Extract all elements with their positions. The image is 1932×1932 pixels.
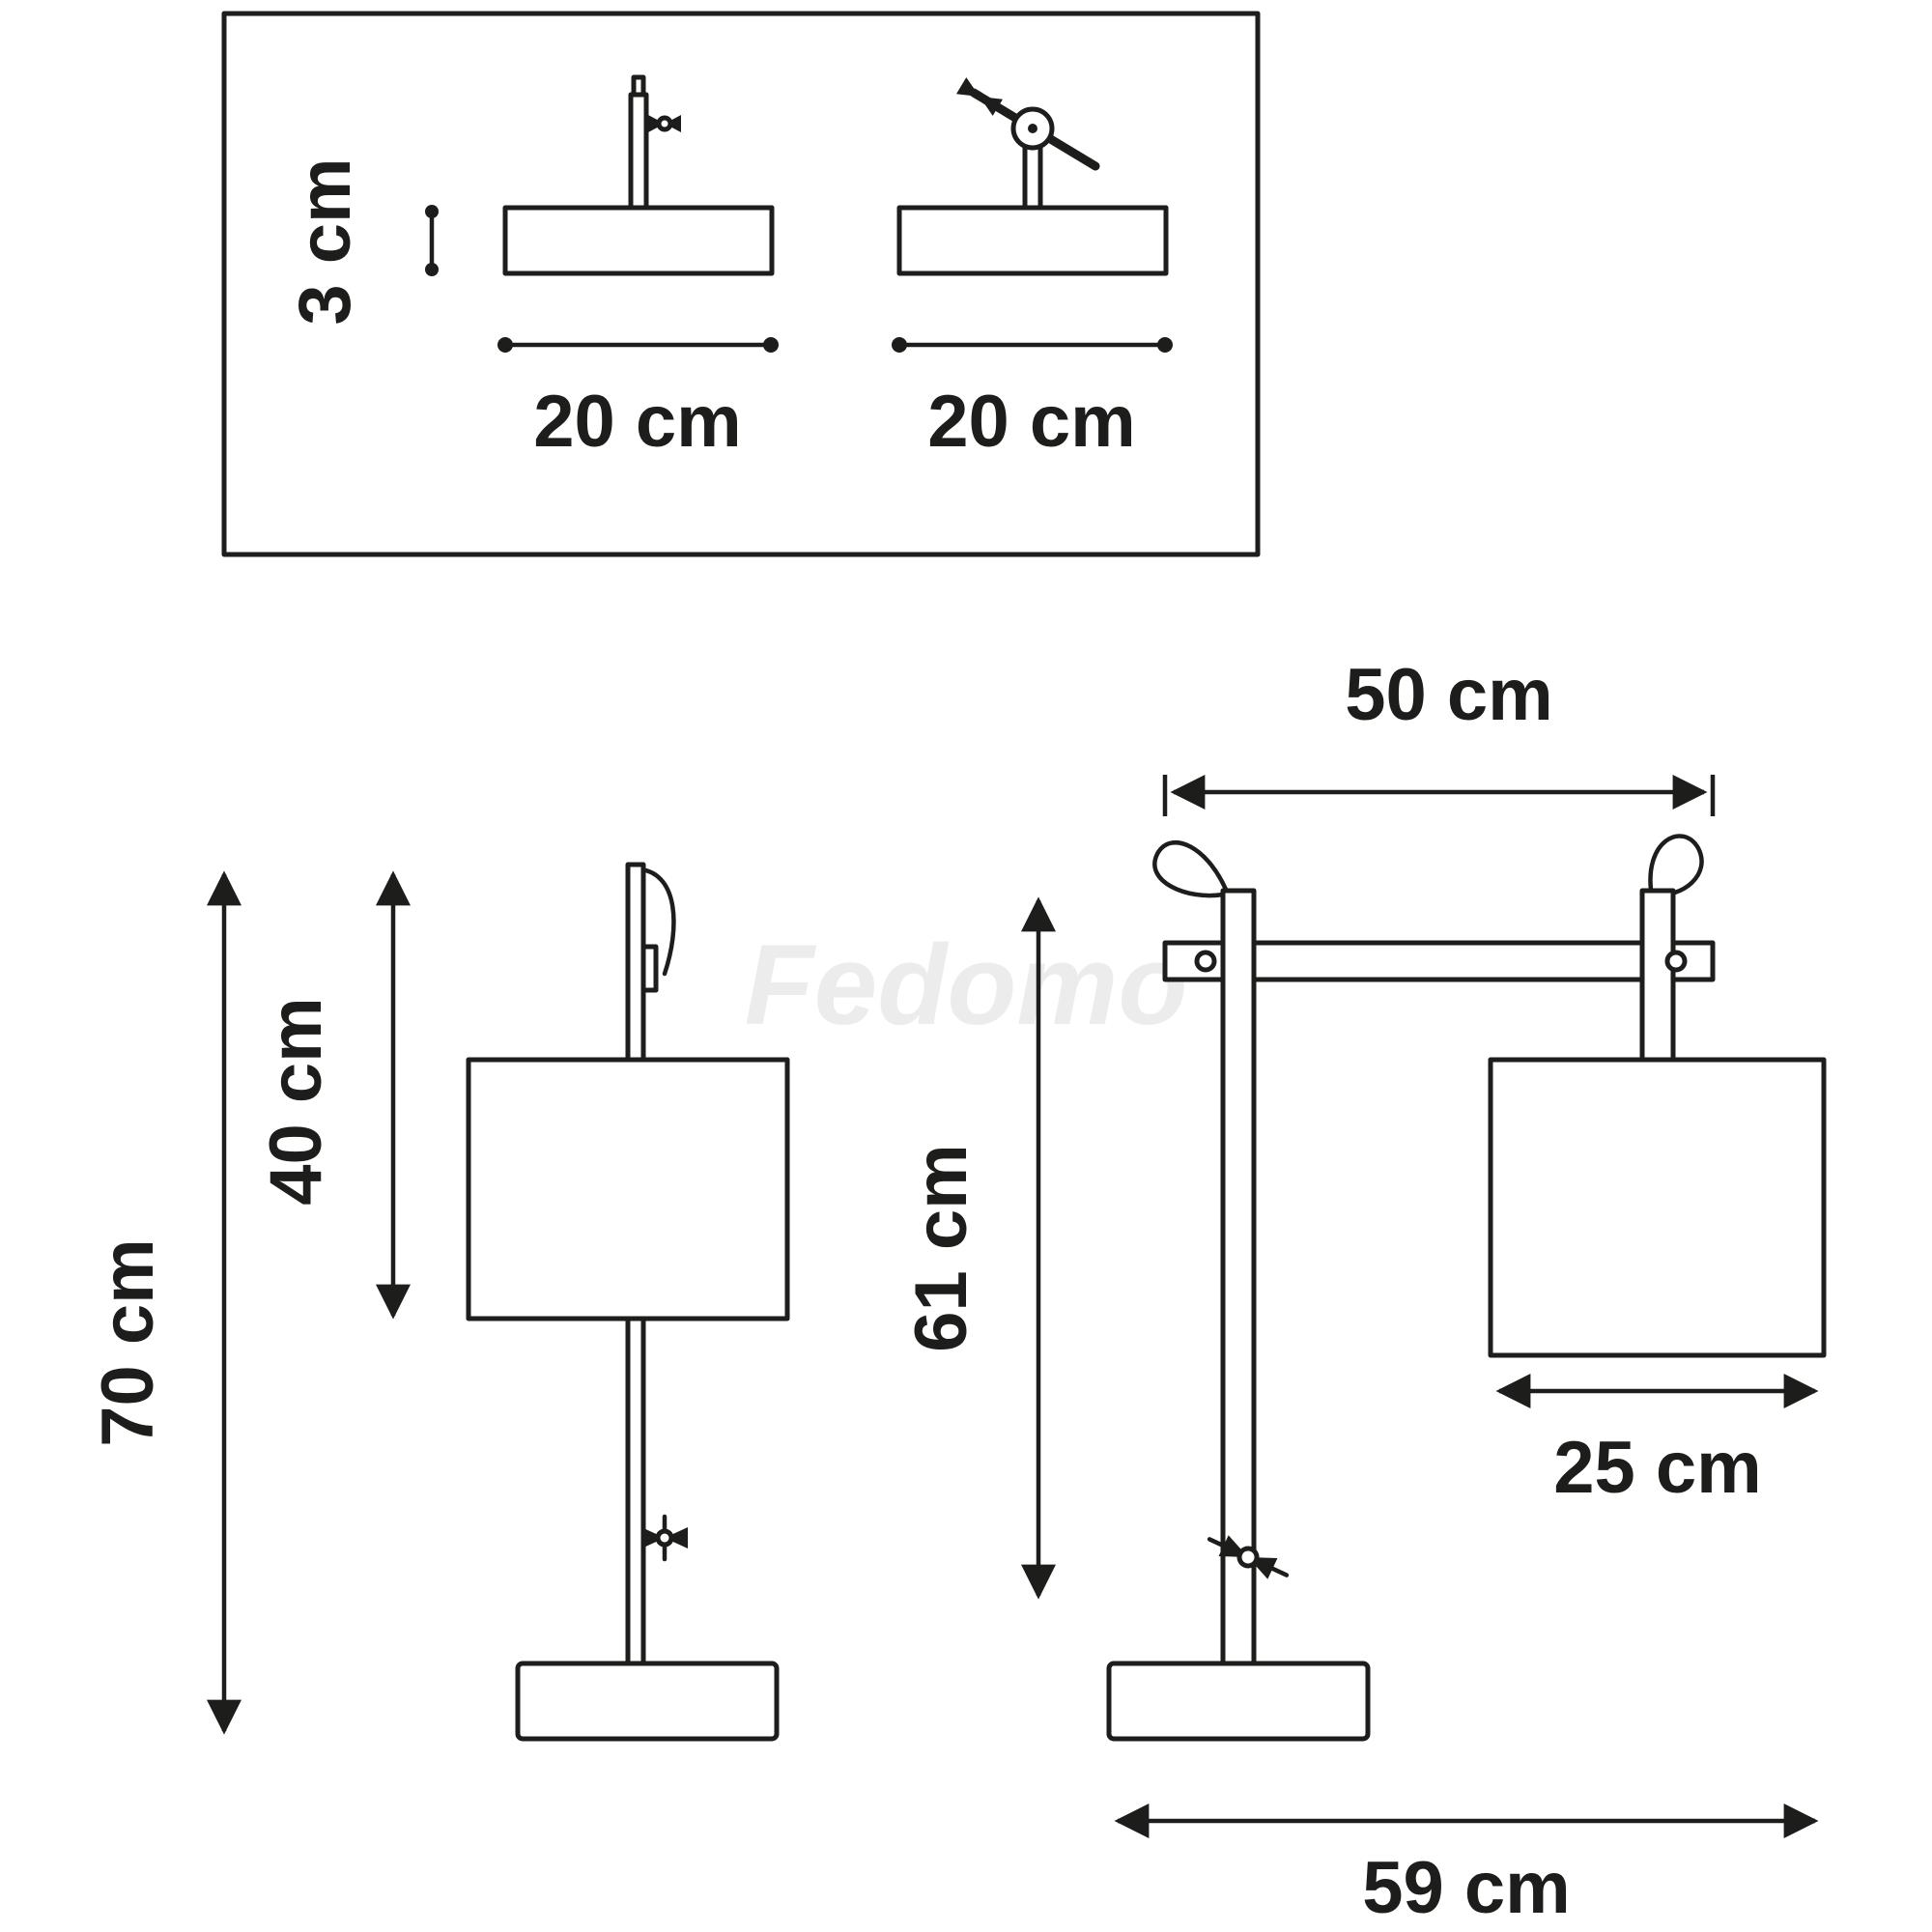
screw-icon-left xyxy=(1194,950,1217,973)
cable-loop-left xyxy=(1152,840,1232,899)
dim-70cm: 70 cm xyxy=(87,870,242,1735)
dim-40cm: 40 cm xyxy=(255,870,411,1320)
lamp-side-drawing xyxy=(1106,834,1827,1742)
stem xyxy=(1022,142,1043,211)
dim-label-70cm: 70 cm xyxy=(87,1238,169,1447)
dim-label-59cm: 59 cm xyxy=(1362,1847,1571,1929)
side-view: 50 cm 61 cm xyxy=(900,654,1827,1929)
dim-label-61cm: 61 cm xyxy=(900,1144,982,1352)
dim-20cm-right: 20 cm xyxy=(892,337,1173,463)
knob-icon xyxy=(648,115,681,132)
cable-loop-right xyxy=(1648,834,1704,899)
front-view: 70 cm 40 cm xyxy=(87,862,790,1742)
panel-border xyxy=(221,11,1261,557)
cable-wire xyxy=(639,867,676,977)
stem xyxy=(628,92,649,211)
dim-label-20cm-right: 20 cm xyxy=(927,381,1136,463)
left-post xyxy=(1220,888,1257,1666)
dim-3cm: 3 cm xyxy=(284,157,439,326)
dim-label-40cm: 40 cm xyxy=(255,997,337,1206)
watermark-text: Fedomo xyxy=(745,922,1188,1049)
dim-label-25cm: 25 cm xyxy=(1553,1427,1762,1509)
switch-icon xyxy=(641,1514,688,1562)
dim-25cm: 25 cm xyxy=(1495,1374,1819,1509)
top-view-left-fixture xyxy=(502,74,775,276)
dim-label-20cm-left: 20 cm xyxy=(533,381,742,463)
switch-icon xyxy=(1207,1535,1290,1579)
shade-profile xyxy=(502,205,775,276)
dim-59cm: 59 cm xyxy=(1114,1804,1819,1929)
knob-icon xyxy=(955,77,1004,116)
base-side xyxy=(1106,1661,1371,1742)
stem-connector xyxy=(640,944,659,993)
screw-icon-right xyxy=(1664,950,1688,973)
base-front xyxy=(515,1661,780,1742)
shade-front xyxy=(466,1057,790,1321)
shade-side xyxy=(1488,1057,1827,1358)
dim-label-50cm: 50 cm xyxy=(1345,654,1553,736)
shade-profile xyxy=(896,205,1169,276)
top-view-right-fixture xyxy=(896,77,1169,276)
dim-61cm: 61 cm xyxy=(900,896,1056,1600)
dim-50cm: 50 cm xyxy=(1162,654,1716,816)
dim-20cm-left: 20 cm xyxy=(497,337,779,463)
right-post xyxy=(1639,888,1676,1063)
lamp-front-drawing xyxy=(466,862,790,1742)
dim-label-3cm: 3 cm xyxy=(284,157,366,325)
lower-stem xyxy=(625,1316,646,1666)
top-view-panel: 3 cm 20 cm 20 cm xyxy=(221,11,1261,557)
